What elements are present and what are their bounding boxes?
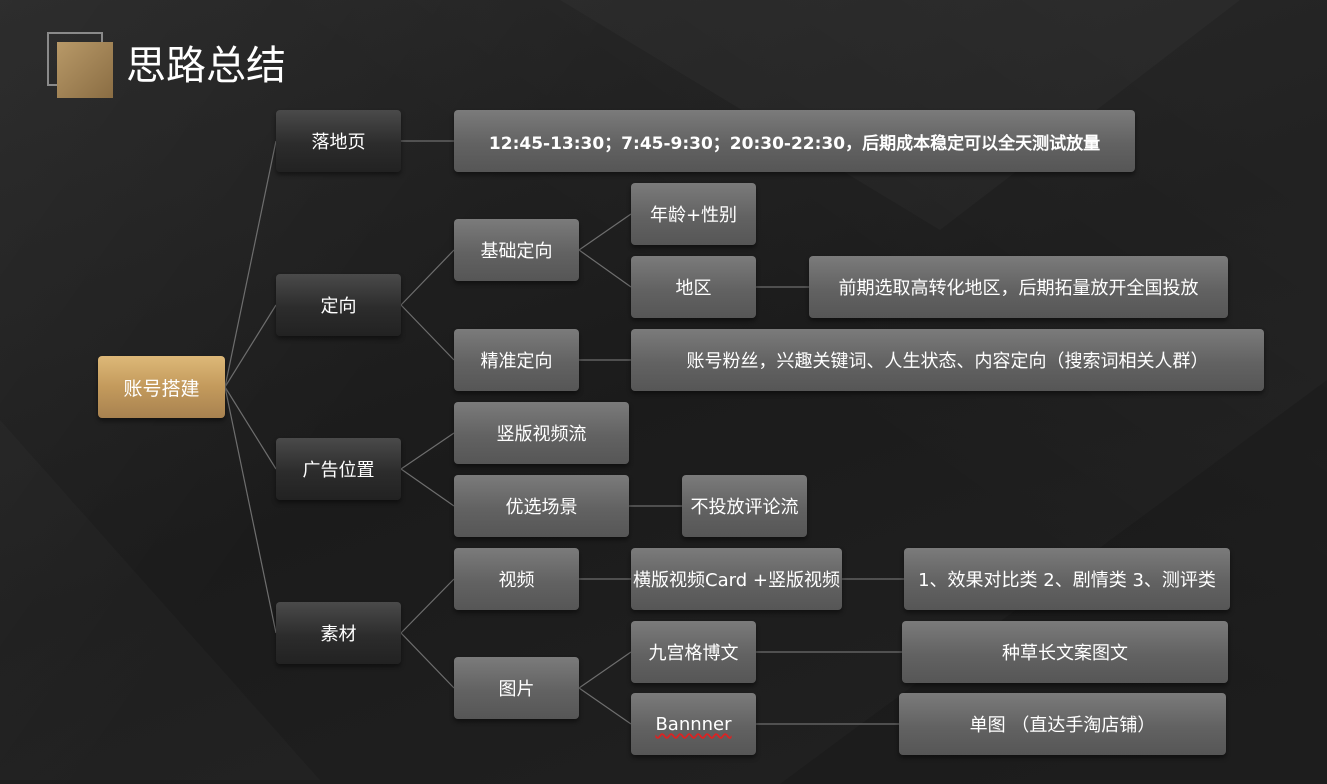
connector-line <box>224 304 277 388</box>
node-banner[interactable]: Bannner <box>631 693 756 755</box>
node-region[interactable]: 地区 <box>631 256 756 318</box>
connector-line <box>224 140 277 388</box>
root-node-account-setup[interactable]: 账号搭建 <box>98 356 225 418</box>
banner-label: Bannner <box>655 713 732 735</box>
title-decoration-icon <box>47 32 117 98</box>
connector-line <box>578 651 632 689</box>
node-no-comment-feed[interactable]: 不投放评论流 <box>682 475 807 537</box>
connector-line <box>400 578 455 634</box>
connector-line <box>400 468 455 507</box>
connector-line <box>400 432 455 470</box>
page-title: 思路总结 <box>126 43 286 89</box>
node-image[interactable]: 图片 <box>454 657 579 719</box>
node-precise-targeting[interactable]: 精准定向 <box>454 329 579 391</box>
connector-line <box>224 386 277 470</box>
node-age-gender[interactable]: 年龄+性别 <box>631 183 756 245</box>
node-precise-targeting-note[interactable]: 账号粉丝，兴趣关键词、人生状态、内容定向（搜索词相关人群） <box>631 329 1264 391</box>
node-single-image-shop[interactable]: 单图 （直达手淘店铺） <box>899 693 1226 755</box>
node-basic-targeting[interactable]: 基础定向 <box>454 219 579 281</box>
connector-line <box>400 249 455 306</box>
connector-line <box>578 249 632 288</box>
connector-line <box>224 386 277 634</box>
branch-node-landing-page[interactable]: 落地页 <box>276 110 401 172</box>
node-preferred-scene[interactable]: 优选场景 <box>454 475 629 537</box>
node-video-types[interactable]: 1、效果对比类 2、剧情类 3、测评类 <box>904 548 1230 610</box>
branch-node-material[interactable]: 素材 <box>276 602 401 664</box>
title-decoration-fill <box>57 42 113 98</box>
connector-line <box>578 687 632 725</box>
node-long-copy-image[interactable]: 种草长文案图文 <box>902 621 1228 683</box>
connector-line <box>578 213 632 251</box>
branch-node-ad-placement[interactable]: 广告位置 <box>276 438 401 500</box>
node-region-note[interactable]: 前期选取高转化地区，后期拓量放开全国投放 <box>809 256 1228 318</box>
connector-line <box>400 632 455 689</box>
node-nine-grid-post[interactable]: 九宫格博文 <box>631 621 756 683</box>
node-vertical-video-feed[interactable]: 竖版视频流 <box>454 402 629 464</box>
node-video[interactable]: 视频 <box>454 548 579 610</box>
node-landing-time-note[interactable]: 12:45-13:30；7:45-9:30；20:30-22:30，后期成本稳定… <box>454 110 1135 172</box>
branch-node-targeting[interactable]: 定向 <box>276 274 401 336</box>
connector-line <box>400 304 455 361</box>
node-video-format[interactable]: 横版视频Card +竖版视频 <box>631 548 842 610</box>
